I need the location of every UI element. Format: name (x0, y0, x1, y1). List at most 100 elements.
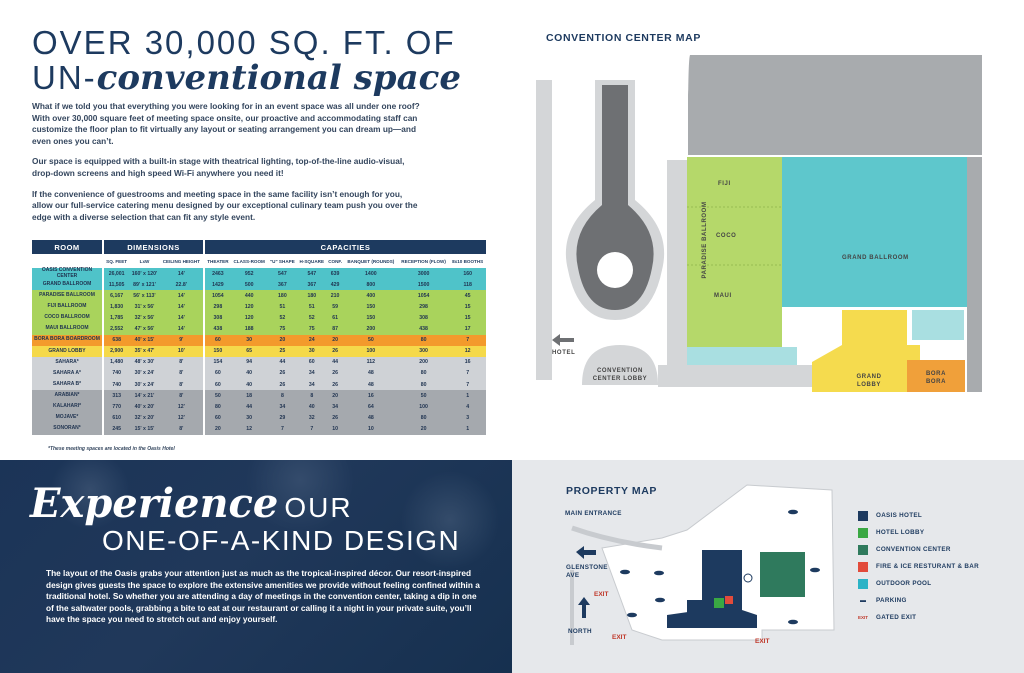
table-cell: 160' x 120' (129, 268, 160, 280)
table-cell: 34 (297, 379, 327, 391)
table-cell: 32' x 56' (129, 312, 160, 324)
room-name: SAHARA* (32, 356, 102, 368)
room-name: MOJAVE* (32, 412, 102, 424)
headline-script: conventional space (96, 58, 461, 98)
column-header: RECEPTION (FLOW) (397, 254, 450, 268)
bora-bora-area (907, 360, 965, 392)
table-cell: 60 (205, 412, 231, 424)
table-cell: 160 (449, 268, 486, 280)
service-area (967, 157, 982, 392)
table-cell: 30 (230, 334, 268, 346)
table-cell: 48 (343, 379, 398, 391)
room-name: MAUI BALLROOM (32, 323, 102, 335)
table-cell: 120 (230, 301, 268, 313)
legend-label: GATED EXIT (876, 614, 917, 621)
hotel-lobby-block (714, 598, 724, 608)
column-header: SQ. FEET (104, 254, 130, 268)
pool-marker (743, 573, 753, 583)
table-cell: 40' x 15' (129, 334, 160, 346)
main-entrance-label: MAIN ENTRANCE (565, 510, 622, 517)
table-cell: 210 (326, 290, 344, 302)
oasis-hotel-building (667, 550, 757, 628)
room-header: ROOM (32, 240, 102, 254)
table-cell: 40 (297, 401, 327, 413)
table-cell: 800 (343, 279, 398, 291)
table-cell: 8' (159, 367, 203, 380)
property-map (570, 484, 835, 645)
legend-item: ▬PARKING (858, 592, 979, 609)
table-cell: 25 (267, 345, 298, 357)
legend-swatch (858, 527, 868, 538)
room-name: GRAND BALLROOM (32, 279, 102, 291)
table-cell: 308 (205, 312, 231, 324)
table-cell: 50 (205, 390, 231, 402)
table-cell: 1,785 (104, 312, 130, 324)
experience-script: Experience (30, 480, 279, 527)
table-cell: 100 (397, 401, 450, 413)
table-cell: 150 (205, 345, 231, 357)
table-cell: 16 (343, 390, 398, 402)
restroom-right (912, 310, 964, 340)
table-cell: 40' x 20' (129, 401, 160, 413)
table-cell: 50 (343, 334, 398, 346)
table-cell: 94 (230, 356, 268, 368)
legend-label: HOTEL LOBBY (876, 529, 925, 536)
headline-line1: OVER 30,000 SQ. FT. OF (32, 24, 456, 61)
table-cell: 44 (326, 356, 344, 368)
table-cell: 154 (205, 356, 231, 368)
grand-ballroom-label: GRAND BALLROOM (842, 255, 909, 261)
table-cell: 740 (104, 379, 130, 391)
entrance-road (571, 525, 663, 551)
legend-label: CONVENTION CENTER (876, 546, 951, 553)
legend-swatch (858, 578, 868, 589)
corridor-vertical (667, 160, 687, 385)
column-header: "U" SHAPE (267, 254, 298, 268)
table-cell: 438 (205, 323, 231, 335)
legend-item: OUTDOOR POOL (858, 575, 979, 592)
table-cell: 1054 (397, 290, 450, 302)
legend-swatch (858, 561, 868, 572)
table-cell: 34 (267, 401, 298, 413)
column-header: 8x10 BOOTHS (449, 254, 486, 268)
table-cell: 50 (397, 390, 450, 402)
table-cell: 1 (449, 423, 486, 435)
table-cell: 44 (230, 401, 268, 413)
table-cell: 245 (104, 423, 130, 435)
table-cell: 20 (326, 390, 344, 402)
table-cell: 29 (267, 412, 298, 424)
table-cell: 75 (297, 323, 327, 335)
north-arrow-icon (578, 597, 590, 618)
table-cell: 150 (343, 301, 398, 313)
table-cell: 547 (297, 268, 327, 280)
table-cell: 500 (230, 279, 268, 291)
room-name: SONORAN* (32, 423, 102, 435)
table-cell: 87 (326, 323, 344, 335)
table-cell: 52 (267, 312, 298, 324)
lobby-rotunda (582, 345, 658, 385)
table-cell: 65 (230, 345, 268, 357)
experience-our: OUR (284, 492, 353, 523)
table-cell: 48 (343, 367, 398, 380)
table-cell: 80 (397, 412, 450, 424)
legend-item: OASIS HOTEL (858, 507, 979, 524)
table-cell: 2,900 (104, 345, 130, 357)
table-cell: 34 (297, 367, 327, 380)
table-cell: 35' x 47' (129, 345, 160, 357)
table-footnote: *These meeting spaces are located in the… (48, 446, 175, 452)
paradise-label: PARADISE BALLROOM (702, 201, 708, 279)
grand-lobby-label: GRAND LOBBY (856, 374, 882, 388)
convention-center-map: CONVENTION CENTER MAP FIJI COCO MAUI PA (512, 0, 1024, 460)
table-cell: 8' (159, 423, 203, 435)
table-cell: 80 (397, 379, 450, 391)
table-cell: 80 (397, 334, 450, 346)
loop-road (576, 85, 654, 310)
table-cell: 4 (449, 401, 486, 413)
table-cell: 14' x 21' (129, 390, 160, 402)
table-cell: 7 (449, 379, 486, 391)
